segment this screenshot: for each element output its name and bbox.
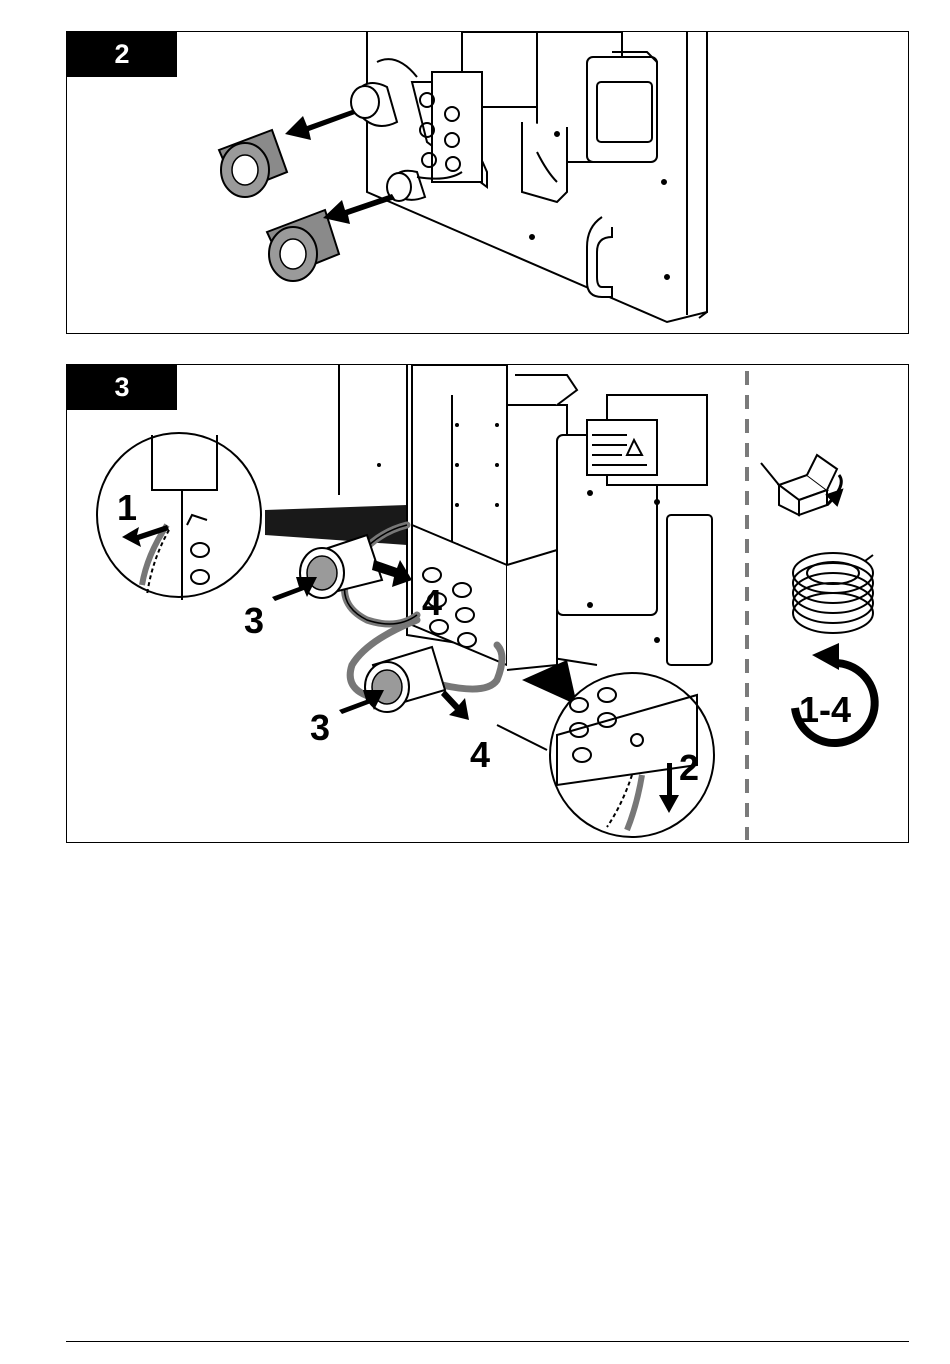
open-box-icon bbox=[761, 455, 842, 515]
callout-3a: 3 bbox=[244, 600, 264, 641]
cap-upper bbox=[300, 535, 382, 598]
callout-1: 1 bbox=[117, 487, 137, 528]
callout-2: 2 bbox=[679, 747, 699, 788]
footer-rule bbox=[66, 1341, 909, 1342]
callout-4b: 4 bbox=[470, 734, 490, 775]
cap-top bbox=[219, 130, 287, 197]
cap-bottom bbox=[267, 210, 339, 281]
repeat-steps-icon: 1-4 bbox=[795, 643, 875, 743]
tubing-coil-icon bbox=[793, 553, 873, 633]
callout-3b: 3 bbox=[310, 707, 330, 748]
step-3-panel: 3 bbox=[66, 364, 909, 843]
step-3-illustration: 1 2 3 3 4 4 bbox=[67, 365, 909, 843]
step-2-illustration bbox=[67, 32, 909, 334]
step-2-panel: 2 bbox=[66, 31, 909, 334]
callout-4a: 4 bbox=[422, 582, 442, 623]
repeat-label: 1-4 bbox=[799, 689, 851, 730]
zoom-funnel-left bbox=[265, 505, 407, 545]
